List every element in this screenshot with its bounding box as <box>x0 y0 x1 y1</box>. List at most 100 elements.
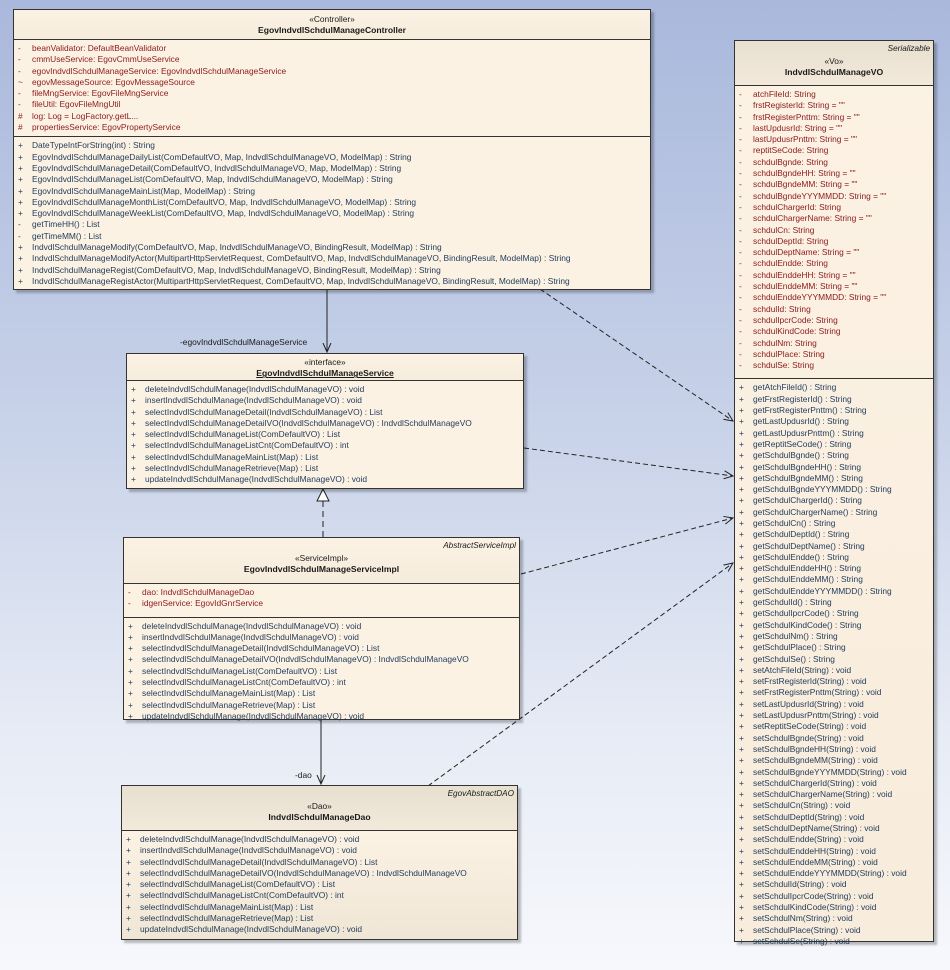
operation-row[interactable]: +EgovIndvdlSchdulManageWeekList(ComDefau… <box>14 208 650 219</box>
operation-row[interactable]: +IndvdlSchdulManageModifyActor(Multipart… <box>14 253 650 264</box>
operation-row[interactable]: +getSchdulChargerName() : String <box>735 507 933 518</box>
attribute-row[interactable]: -schdulDeptName: String = "" <box>735 247 933 258</box>
attribute-row[interactable]: -schdulBgndeMM: String = "" <box>735 179 933 190</box>
class-vo[interactable]: Serializable «Vo» IndvdlSchdulManageVO -… <box>734 40 934 946</box>
attribute-row[interactable]: -schdulSe: String <box>735 360 933 371</box>
operation-row[interactable]: +setSchdulPlace(String) : void <box>735 925 933 936</box>
operation-row[interactable]: +updateIndvdlSchdulManage(IndvdlSchdulMa… <box>122 924 517 935</box>
attribute-row[interactable]: -schdulBgndeYYYMMDD: String = "" <box>735 191 933 202</box>
attribute-row[interactable]: -frstRegisterPnttm: String = "" <box>735 112 933 123</box>
operation-row[interactable]: +IndvdlSchdulManageRegist(ComDefaultVO, … <box>14 265 650 276</box>
operation-row[interactable]: +EgovIndvdlSchdulManageDetail(ComDefault… <box>14 163 650 174</box>
operation-row[interactable]: +setSchdulEnddeHH(String) : void <box>735 846 933 857</box>
operation-row[interactable]: +EgovIndvdlSchdulManageDailyList(ComDefa… <box>14 152 650 163</box>
operation-row[interactable]: +selectIndvdlSchdulManageList(ComDefault… <box>124 666 519 677</box>
operation-row[interactable]: +selectIndvdlSchdulManageRetrieve(Map) :… <box>122 913 517 924</box>
operation-row[interactable]: +insertIndvdlSchdulManage(IndvdlSchdulMa… <box>127 395 523 406</box>
class-service-impl[interactable]: AbstractServiceImpl «ServiceImpl» EgovIn… <box>123 537 520 722</box>
operation-row[interactable]: +selectIndvdlSchdulManageDetail(IndvdlSc… <box>127 407 523 418</box>
operation-row[interactable]: +selectIndvdlSchdulManageList(ComDefault… <box>122 879 517 890</box>
attribute-row[interactable]: -schdulCn: String <box>735 225 933 236</box>
operation-row[interactable]: +setSchdulNm(String) : void <box>735 913 933 924</box>
operation-row[interactable]: +deleteIndvdlSchdulManage(IndvdlSchdulMa… <box>127 384 523 395</box>
operation-row[interactable]: +getSchdulEndde() : String <box>735 552 933 563</box>
operation-row[interactable]: +setLastUpdusrId(String) : void <box>735 699 933 710</box>
attribute-row[interactable]: #propertiesService: EgovPropertyService <box>14 122 650 133</box>
operation-row[interactable]: +setSchdulBgnde(String) : void <box>735 733 933 744</box>
operation-row[interactable]: +getSchdulBgndeHH() : String <box>735 462 933 473</box>
operation-row[interactable]: +insertIndvdlSchdulManage(IndvdlSchdulMa… <box>122 845 517 856</box>
operation-row[interactable]: +getSchdulDeptId() : String <box>735 529 933 540</box>
operation-row[interactable]: +getSchdulPlace() : String <box>735 642 933 653</box>
attribute-row[interactable]: -dao: IndvdlSchdulManageDao <box>124 587 519 598</box>
operation-row[interactable]: +getSchdulBgndeMM() : String <box>735 473 933 484</box>
operation-row[interactable]: +selectIndvdlSchdulManageDetailVO(Indvdl… <box>122 868 517 879</box>
attribute-row[interactable]: -schdulNm: String <box>735 338 933 349</box>
operation-row[interactable]: +insertIndvdlSchdulManage(IndvdlSchdulMa… <box>124 632 519 643</box>
class-service-interface[interactable]: «interface» EgovIndvdlSchdulManageServic… <box>126 353 524 489</box>
operation-row[interactable]: +selectIndvdlSchdulManageListCnt(ComDefa… <box>122 890 517 901</box>
attribute-row[interactable]: #log: Log = LogFactory.getL... <box>14 111 650 122</box>
operation-row[interactable]: +selectIndvdlSchdulManageListCnt(ComDefa… <box>124 677 519 688</box>
operation-row[interactable]: +getSchdulChargerId() : String <box>735 495 933 506</box>
attribute-row[interactable]: -schdulBgnde: String <box>735 157 933 168</box>
operation-row[interactable]: +setLastUpdusrPnttm(String) : void <box>735 710 933 721</box>
attribute-row[interactable]: -schdulId: String <box>735 304 933 315</box>
operation-row[interactable]: +updateIndvdlSchdulManage(IndvdlSchdulMa… <box>124 711 519 722</box>
operation-row[interactable]: +setSchdulBgndeHH(String) : void <box>735 744 933 755</box>
operation-row[interactable]: +getLastUpdusrId() : String <box>735 416 933 427</box>
operation-row[interactable]: +setSchdulDeptId(String) : void <box>735 812 933 823</box>
class-dao[interactable]: EgovAbstractDAO «Dao» IndvdlSchdulManage… <box>121 785 518 940</box>
operation-row[interactable]: -getTimeHH() : List <box>14 219 650 230</box>
operation-row[interactable]: +setSchdulKindCode(String) : void <box>735 902 933 913</box>
operation-row[interactable]: +getSchdulEnddeHH() : String <box>735 563 933 574</box>
operation-row[interactable]: +setSchdulChargerId(String) : void <box>735 778 933 789</box>
operation-row[interactable]: +EgovIndvdlSchdulManageMonthList(ComDefa… <box>14 197 650 208</box>
attribute-row[interactable]: -fileMngService: EgovFileMngService <box>14 88 650 99</box>
attribute-row[interactable]: -idgenService: EgovIdGnrService <box>124 598 519 609</box>
operation-row[interactable]: +getSchdulKindCode() : String <box>735 620 933 631</box>
operation-row[interactable]: +setReptitSeCode(String) : void <box>735 721 933 732</box>
operation-row[interactable]: +updateIndvdlSchdulManage(IndvdlSchdulMa… <box>127 474 523 485</box>
attribute-row[interactable]: -schdulEnddeMM: String = "" <box>735 281 933 292</box>
attribute-row[interactable]: -reptitSeCode: String <box>735 145 933 156</box>
attribute-row[interactable]: -schdulChargerName: String = "" <box>735 213 933 224</box>
class-controller[interactable]: «Controller» EgovIndvdlSchdulManageContr… <box>13 9 651 290</box>
operation-row[interactable]: +setSchdulId(String) : void <box>735 879 933 890</box>
operation-row[interactable]: +getSchdulCn() : String <box>735 518 933 529</box>
operation-row[interactable]: +getSchdulEnddeMM() : String <box>735 574 933 585</box>
operation-row[interactable]: +getSchdulNm() : String <box>735 631 933 642</box>
operation-row[interactable]: +setSchdulCn(String) : void <box>735 800 933 811</box>
operation-row[interactable]: +selectIndvdlSchdulManageDetailVO(Indvdl… <box>124 654 519 665</box>
attribute-row[interactable]: -schdulEnddeHH: String = "" <box>735 270 933 281</box>
operation-row[interactable]: +selectIndvdlSchdulManageMainList(Map) :… <box>127 452 523 463</box>
attribute-row[interactable]: -cmmUseService: EgovCmmUseService <box>14 54 650 65</box>
operation-row[interactable]: +getSchdulIpcrCode() : String <box>735 608 933 619</box>
operation-row[interactable]: +selectIndvdlSchdulManageList(ComDefault… <box>127 429 523 440</box>
attribute-row[interactable]: -schdulBgndeHH: String = "" <box>735 168 933 179</box>
operation-row[interactable]: +getSchdulSe() : String <box>735 654 933 665</box>
operation-row[interactable]: +getSchdulBgndeYYYMMDD() : String <box>735 484 933 495</box>
operation-row[interactable]: +selectIndvdlSchdulManageDetail(IndvdlSc… <box>122 857 517 868</box>
attribute-row[interactable]: -lastUpdusrId: String = "" <box>735 123 933 134</box>
attribute-row[interactable]: -schdulEndde: String <box>735 258 933 269</box>
operation-row[interactable]: +setSchdulEndde(String) : void <box>735 834 933 845</box>
attribute-row[interactable]: -frstRegisterId: String = "" <box>735 100 933 111</box>
operation-row[interactable]: +setAtchFileId(String) : void <box>735 665 933 676</box>
operation-row[interactable]: +setSchdulSe(String) : void <box>735 936 933 947</box>
operation-row[interactable]: +setSchdulBgndeYYYMMDD(String) : void <box>735 767 933 778</box>
operation-row[interactable]: +getLastUpdusrPnttm() : String <box>735 428 933 439</box>
operation-row[interactable]: +selectIndvdlSchdulManageDetail(IndvdlSc… <box>124 643 519 654</box>
operation-row[interactable]: +setSchdulIpcrCode(String) : void <box>735 891 933 902</box>
operation-row[interactable]: +getSchdulId() : String <box>735 597 933 608</box>
operation-row[interactable]: +selectIndvdlSchdulManageMainList(Map) :… <box>124 688 519 699</box>
attribute-row[interactable]: -schdulDeptId: String <box>735 236 933 247</box>
operation-row[interactable]: +getSchdulEnddeYYYMMDD() : String <box>735 586 933 597</box>
operation-row[interactable]: +setSchdulBgndeMM(String) : void <box>735 755 933 766</box>
operation-row[interactable]: +EgovIndvdlSchdulManageMainList(Map, Mod… <box>14 186 650 197</box>
operation-row[interactable]: +setSchdulChargerName(String) : void <box>735 789 933 800</box>
attribute-row[interactable]: -atchFileId: String <box>735 89 933 100</box>
operation-row[interactable]: +IndvdlSchdulManageRegistActor(Multipart… <box>14 276 650 287</box>
operation-row[interactable]: +setSchdulEnddeMM(String) : void <box>735 857 933 868</box>
attribute-row[interactable]: -schdulEnddeYYYMMDD: String = "" <box>735 292 933 303</box>
